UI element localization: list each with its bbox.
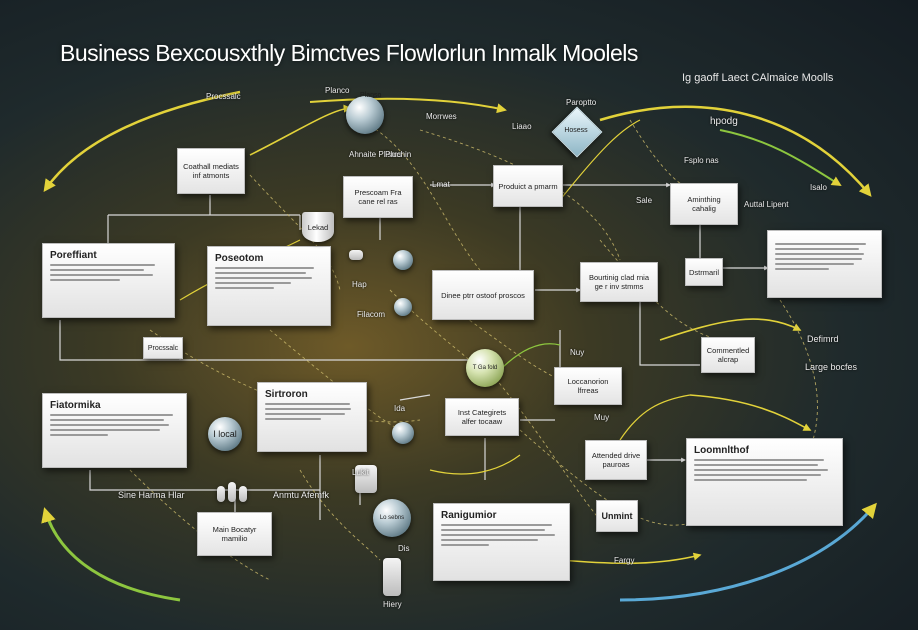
box-mid-process[interactable]: Dinee ptrr ostoof proscos <box>432 270 534 320</box>
label-sale: Sale <box>636 196 653 205</box>
mini-bar-b <box>228 482 236 502</box>
label-das: Dis <box>398 544 410 553</box>
label-ahnaite: Ahnaite Plisms <box>349 150 402 159</box>
outer-arc-bottom-mid <box>559 552 702 565</box>
card-right-notes[interactable] <box>767 230 882 298</box>
outer-arc-right-lower <box>689 394 812 431</box>
box-coathall[interactable]: Coathall mediats inf atmonts <box>177 148 245 194</box>
node-top-label: Planso <box>360 92 382 99</box>
label-pluchin: Pluchin <box>385 150 412 159</box>
label-auttal-lipent: Auttal Lipent <box>744 200 789 209</box>
label-sinlin: Fsplo nas <box>684 156 719 165</box>
card-poseotom[interactable]: Poseotom <box>207 246 331 326</box>
mini-chip-a <box>349 250 363 260</box>
label-lmat: Lmat <box>432 180 450 189</box>
mini-chip-b <box>355 465 377 493</box>
box-dsmmeril[interactable]: Dstrmaril <box>685 258 723 286</box>
label-lukit: Lukit <box>352 468 369 477</box>
label-filacom: Filacom <box>357 310 386 319</box>
label-paroptto: Paroptto <box>566 98 597 107</box>
card-loomnlthof[interactable]: Loomnlthof <box>686 438 843 526</box>
box-attended-drive[interactable]: Attended drive pauroas <box>585 440 647 480</box>
page-subtitle: Ig gaoff Laect CAlmaice Moolls <box>682 72 834 84</box>
page-title: Business Bexcousxthly Bimctves Flowlorlu… <box>60 40 638 66</box>
outer-arc-top-left <box>43 90 241 193</box>
box-produict[interactable]: Produict a pmarm <box>493 165 563 207</box>
node-goal[interactable]: T Ga fold <box>466 349 504 387</box>
card-sirtroron-heading: Sirtroron <box>265 389 308 400</box>
label-ida: Ida <box>394 404 406 413</box>
card-loomnlthof-heading: Loomnlthof <box>694 445 749 456</box>
node-small-b[interactable] <box>394 298 412 316</box>
box-prescoam[interactable]: Prescoam Fra cane rel ras <box>343 176 413 218</box>
label-hiery: Hiery <box>383 600 402 609</box>
node-bottom[interactable]: Lo sebns <box>373 499 411 537</box>
card-ranigumior-heading: Ranigumior <box>441 510 497 521</box>
mini-bar-a <box>217 486 225 502</box>
label-hpodg: hpodg <box>710 116 738 127</box>
box-aminthing[interactable]: Aminthing cahalig <box>670 183 738 225</box>
box-presseo-label: Procssalc <box>147 344 179 352</box>
node-top[interactable] <box>346 96 384 134</box>
outer-arc-bottom-right <box>619 502 877 602</box>
outer-arc-bottom-left <box>41 507 181 602</box>
box-unmint[interactable]: Unmint <box>596 500 638 532</box>
card-ranigumior[interactable]: Ranigumior <box>433 503 570 581</box>
label-nuy: Nuy <box>570 348 585 357</box>
label-fargy: Fargy <box>614 556 635 565</box>
box-main[interactable]: Main Bocatyr mamilio <box>197 512 272 556</box>
box-inst-categirets[interactable]: Inst Categirets alfer tocaaw <box>445 398 519 436</box>
card-poreffiant-heading: Poreffiant <box>50 250 97 261</box>
node-small-c[interactable] <box>392 422 414 444</box>
label-large-bocfes: Large bocfes <box>805 362 858 372</box>
node-small-a[interactable] <box>393 250 413 270</box>
outer-arc-left-upper <box>249 104 352 156</box>
card-fiatormika-heading: Fiatormika <box>50 400 101 411</box>
box-commented[interactable]: Commentled alcrap <box>701 337 755 373</box>
outer-arc-right-mid <box>719 129 842 187</box>
box-loccanorion[interactable]: Loccanorion lfrreas <box>554 367 622 405</box>
mini-bar-c <box>239 486 247 502</box>
label-procssalc: Procssalc <box>206 92 241 101</box>
card-poreffiant[interactable]: Poreffiant <box>42 243 175 318</box>
label-liaao: Liaao <box>512 122 532 131</box>
label-morrwes: Morrwes <box>426 112 457 121</box>
outer-arc-top <box>309 97 507 114</box>
cylinder-store[interactable]: Lekad <box>302 212 334 242</box>
node-local[interactable]: I local <box>208 417 242 451</box>
label-isalo: Isalo <box>810 183 827 192</box>
label-anmtu: Anmtu Afemfk <box>273 490 330 500</box>
box-presseo[interactable]: Procssalc <box>143 337 183 359</box>
label-defimrd: Defimrd <box>807 334 839 344</box>
outer-arc-top-right <box>599 105 872 197</box>
label-hap: Hap <box>352 280 367 289</box>
label-planco: Planco <box>325 86 350 95</box>
device-icon <box>383 558 401 596</box>
label-muy: Muy <box>594 413 610 422</box>
card-poseotom-heading: Poseotom <box>215 253 264 264</box>
card-sirtroron[interactable]: Sirtroron <box>257 382 367 452</box>
card-fiatormika[interactable]: Fiatormika <box>42 393 187 468</box>
label-sine-harma: Sine Harma Hlar <box>118 490 185 500</box>
diamond-decision-label: Hosess <box>564 127 588 134</box>
outer-arc-mid-right <box>659 318 802 341</box>
box-bourtinig[interactable]: Bourtinig clad rnia ge r inv stmms <box>580 262 658 302</box>
